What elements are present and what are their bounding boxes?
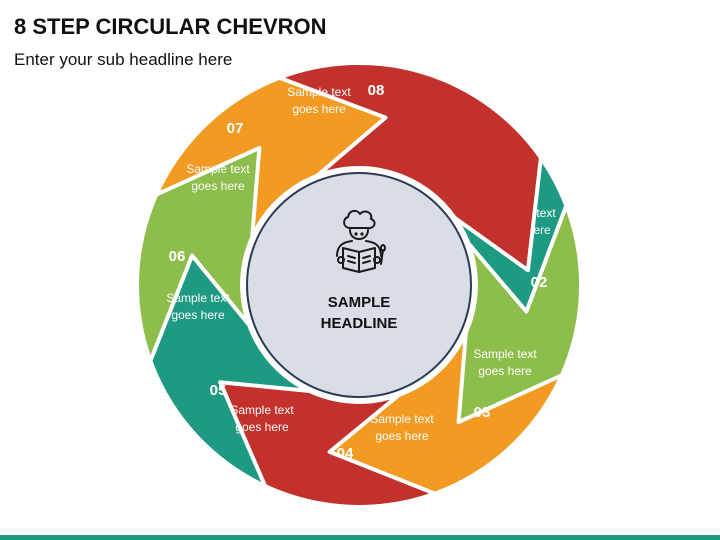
step-number: 04 [337, 445, 354, 462]
page-subtitle: Enter your sub headline here [14, 50, 233, 69]
center-headline-line1: SAMPLE [328, 294, 391, 311]
center-circle [246, 172, 472, 398]
step-number: 05 [210, 382, 227, 399]
step-text-line2: goes here [375, 429, 429, 443]
step-number: 02 [531, 274, 548, 291]
step-text-line1: Sample text [287, 85, 351, 99]
center-circle-group: SAMPLE HEADLINE [246, 172, 472, 398]
step-number: 06 [169, 248, 186, 265]
chef-reading-book-icon [336, 209, 386, 273]
step-text-line2: goes here [171, 308, 225, 322]
step-text-line2: goes here [478, 364, 532, 378]
step-number: 07 [227, 120, 244, 137]
bottom-accent-bar [0, 535, 720, 540]
step-text-line1: Sample text [230, 403, 294, 417]
step-text-line2: goes here [292, 102, 346, 116]
step-text-line2: goes here [235, 420, 289, 434]
step-text-line1: Sample text [166, 291, 230, 305]
step-text-line1: Sample text [370, 412, 434, 426]
chevron-shape [277, 60, 543, 273]
step-text-line1: Sample text [473, 347, 537, 361]
step-text-line2: goes here [191, 179, 245, 193]
step-number: 03 [474, 404, 491, 421]
chevron-step-08: Sample text goes here 08 [277, 60, 543, 273]
step-text-line1: Sample text [186, 162, 250, 176]
step-number: 08 [368, 82, 385, 99]
page-title: 8 STEP CIRCULAR CHEVRON [14, 14, 327, 39]
center-headline-line2: HEADLINE [321, 315, 398, 332]
